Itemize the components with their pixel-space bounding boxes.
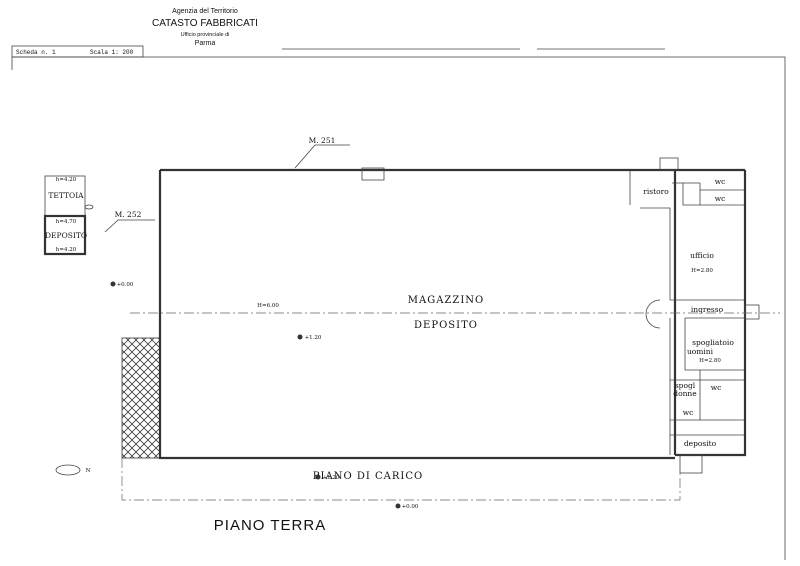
main-parcel-label: M. 251 [309,136,336,145]
ground-level: +0.00 [402,504,419,510]
room-ufficio-height: H=2.80 [691,268,713,274]
room-wc: wc [715,194,726,203]
scale-label: Scala 1: 200 [90,49,134,56]
interior-partitions [629,170,745,455]
level-marker-icon [297,334,303,340]
room-spogliatoio: spogliatoio [692,338,734,347]
room-deposito: deposito [684,439,717,448]
warehouse-label: MAGAZZINO [408,295,484,306]
level-marker-icon [110,281,116,287]
room-wc: wc [715,177,726,186]
room-wc: wc [683,408,694,417]
agency-name: Agenzia del Territorio [172,8,238,15]
annex-deposito-walls [43,214,87,256]
annex-deposito-label: DEPOSITO [45,231,87,240]
room-ufficio: ufficio [690,251,714,260]
annex-deposito-height-top: h=4.70 [56,219,77,225]
loading-dock-label: PIANO DI CARICO [313,471,423,482]
document-title: CATASTO FABBRICATI [152,18,258,29]
room-wc: wc [711,383,722,392]
warehouse-height: H=6.00 [257,303,279,309]
stair-north [361,167,385,181]
office-city: Parma [195,40,216,47]
office-label: Ufficio provinciale di [181,32,230,38]
level-marker-icon [315,474,321,480]
room-spogl-donne-sub: donne [673,389,697,398]
annex-deposito-height-bottom: h=4.20 [56,247,77,253]
frame-border [12,56,786,560]
warehouse-walls [158,168,745,460]
parcel-leader [104,219,155,233]
north-arrow-icon [55,464,81,476]
loading-dock-level: +1.20 [323,475,340,481]
warehouse-level: +1.20 [305,335,322,341]
tettoia-label: TETTOIA [48,191,84,200]
level-marker-icon [395,503,401,509]
stair-north-east [659,157,679,171]
north-label: N [86,468,91,474]
tettoia-height: h=4.20 [56,177,77,183]
sheet-number: Scheda n. 1 [16,49,56,56]
floor-title: PIANO TERRA [214,517,326,534]
stair-east [744,304,760,320]
entrance-marker-icon [84,204,94,210]
hatched-ramp [121,337,161,459]
room-ristoro: ristoro [643,187,669,196]
room-spogl-donne: spogl [675,381,696,390]
curved-stair [645,299,661,329]
room-spogliatoio-sub: uomini [687,347,714,356]
storage-label: DEPOSITO [414,320,478,331]
stair-south [679,454,703,474]
room-spogliatoio-height: H=2.80 [699,358,721,364]
annex-parcel-label: M. 252 [115,210,142,219]
room-ingresso: ingresso [691,305,724,314]
loading-dock-outline [121,458,681,501]
annex-level: +0.00 [117,282,134,288]
parcel-leader [294,144,350,169]
